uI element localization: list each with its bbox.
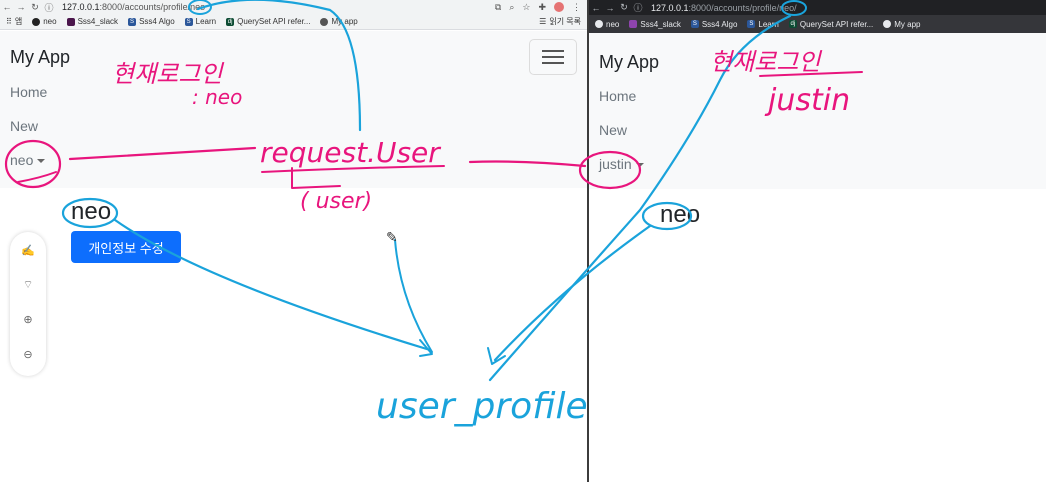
left-navbar: My App Home New neo — [0, 31, 587, 188]
neo-icon — [595, 20, 603, 28]
bookmark-apps[interactable]: ⠿앱 — [6, 17, 23, 26]
bookmark-neo[interactable]: neo — [595, 20, 619, 29]
reading-list[interactable]: ☰읽기 목록 — [539, 17, 581, 26]
bookmark-myapp[interactable]: My app — [320, 17, 358, 26]
left-url[interactable]: 127.0.0.1:8000/accounts/profile/neo — [62, 2, 206, 12]
star-icon[interactable]: ☆ — [522, 1, 531, 12]
bookmark-myapp[interactable]: My app — [883, 20, 920, 29]
django-icon: dj — [226, 17, 235, 26]
left-browser-window: ← → ↻ ⓘ 127.0.0.1:8000/accounts/profile/… — [0, 0, 587, 376]
extensions-icon[interactable]: ✚ — [538, 1, 546, 12]
algo-icon: S — [128, 17, 137, 26]
zoom-icon[interactable]: ⌕ — [509, 1, 515, 12]
slack-icon — [629, 20, 638, 28]
user-dropdown[interactable]: justin — [599, 156, 644, 172]
slack-icon — [66, 17, 75, 26]
user-dropdown[interactable]: neo — [10, 152, 46, 168]
translate-icon[interactable]: ⧉ — [494, 1, 502, 12]
info-icon[interactable]: ⓘ — [633, 3, 643, 13]
right-page: My App Home New justin — [589, 33, 1046, 482]
caret-down-icon — [635, 163, 644, 168]
globe-icon — [320, 17, 329, 26]
navbar-brand[interactable]: My App — [599, 52, 660, 72]
wifi-icon[interactable]: ⌔ — [22, 279, 34, 291]
learn-icon: S — [747, 20, 756, 28]
right-browser-window: ← → ↻ ⓘ 127.0.0.1:8000/accounts/profile/… — [589, 0, 1046, 482]
nav-new[interactable]: New — [599, 122, 628, 138]
right-url[interactable]: 127.0.0.1:8000/accounts/profile/neo/ — [651, 2, 797, 13]
apps-grid-icon: ⠿ — [6, 17, 12, 26]
back-icon[interactable]: ← — [591, 2, 601, 13]
nav-home[interactable]: Home — [10, 84, 48, 100]
pen-icon[interactable]: ✍ — [21, 245, 35, 257]
left-address-bar[interactable]: ← → ↻ ⓘ 127.0.0.1:8000/accounts/profile/… — [0, 0, 587, 14]
right-navbar: My App Home New justin — [589, 33, 1046, 189]
django-icon: dj — [788, 20, 797, 28]
nav-new[interactable]: New — [10, 118, 39, 134]
nav-home[interactable]: Home — [599, 88, 637, 104]
navbar-toggler[interactable] — [529, 39, 577, 75]
learn-icon: S — [184, 17, 193, 26]
profile-name: neo — [660, 201, 701, 228]
reload-icon[interactable]: ↻ — [31, 1, 39, 12]
bookmark-slack[interactable]: Sss4_slack — [66, 17, 118, 26]
menu-icon[interactable]: ⋮ — [572, 1, 581, 12]
zoom-out-icon[interactable]: ⊖ — [23, 349, 33, 361]
hamburger-icon — [542, 50, 564, 52]
neo-icon — [32, 17, 41, 26]
reading-list-icon: ☰ — [539, 17, 547, 26]
algo-icon: S — [690, 20, 699, 28]
navbar-brand[interactable]: My App — [10, 47, 71, 67]
back-icon[interactable]: ← — [2, 2, 12, 12]
profile-name: neo — [71, 198, 112, 225]
right-address-bar[interactable]: ← → ↻ ⓘ 127.0.0.1:8000/accounts/profile/… — [589, 0, 1046, 15]
caret-down-icon — [37, 159, 46, 164]
forward-icon[interactable]: → — [605, 2, 615, 13]
zoom-in-icon[interactable]: ⊕ — [23, 314, 33, 326]
info-icon[interactable]: ⓘ — [44, 2, 54, 13]
pen-toolbar: ✍ ⌔ ⊕ ⊖ — [10, 232, 46, 376]
bookmark-neo[interactable]: neo — [32, 17, 57, 26]
bookmark-slack[interactable]: Sss4_slack — [629, 20, 681, 29]
reload-icon[interactable]: ↻ — [620, 2, 628, 12]
avatar[interactable] — [554, 1, 564, 12]
forward-icon[interactable]: → — [16, 2, 26, 12]
edit-profile-button[interactable]: 개인정보 수정 — [71, 231, 181, 263]
globe-icon — [883, 20, 892, 28]
